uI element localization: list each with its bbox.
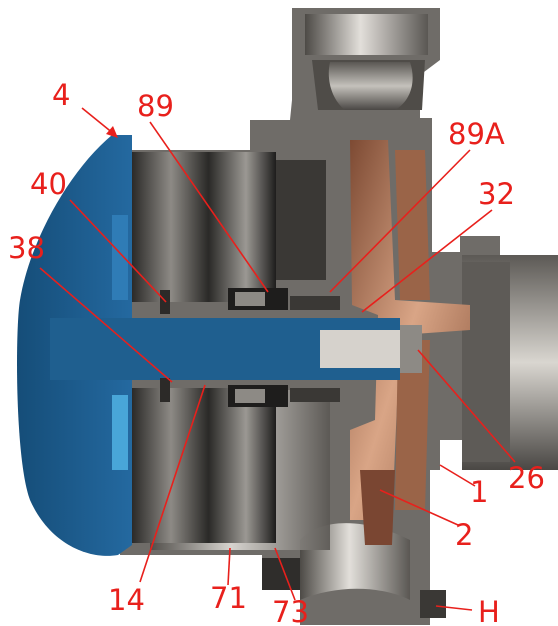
stator-windings bbox=[126, 152, 326, 543]
leader-lines bbox=[39, 107, 516, 611]
callout-14: 14 bbox=[108, 583, 145, 617]
callout-2: 2 bbox=[455, 518, 473, 552]
callout-labels: 4 89 89A 40 32 38 26 1 2 14 71 73 H bbox=[8, 78, 545, 626]
callout-71: 71 bbox=[210, 581, 247, 615]
callout-89a: 89A bbox=[448, 117, 505, 151]
callout-38: 38 bbox=[8, 231, 45, 265]
callout-32: 32 bbox=[478, 177, 515, 211]
callout-26: 26 bbox=[508, 461, 545, 495]
callout-89: 89 bbox=[137, 89, 174, 123]
callout-73: 73 bbox=[272, 595, 309, 626]
callout-1: 1 bbox=[470, 475, 488, 509]
callout-40: 40 bbox=[30, 167, 67, 201]
motor-housing-blue bbox=[17, 135, 422, 556]
seal-assembly bbox=[160, 288, 340, 407]
callout-4: 4 bbox=[52, 78, 70, 112]
callout-h: H bbox=[478, 595, 500, 626]
